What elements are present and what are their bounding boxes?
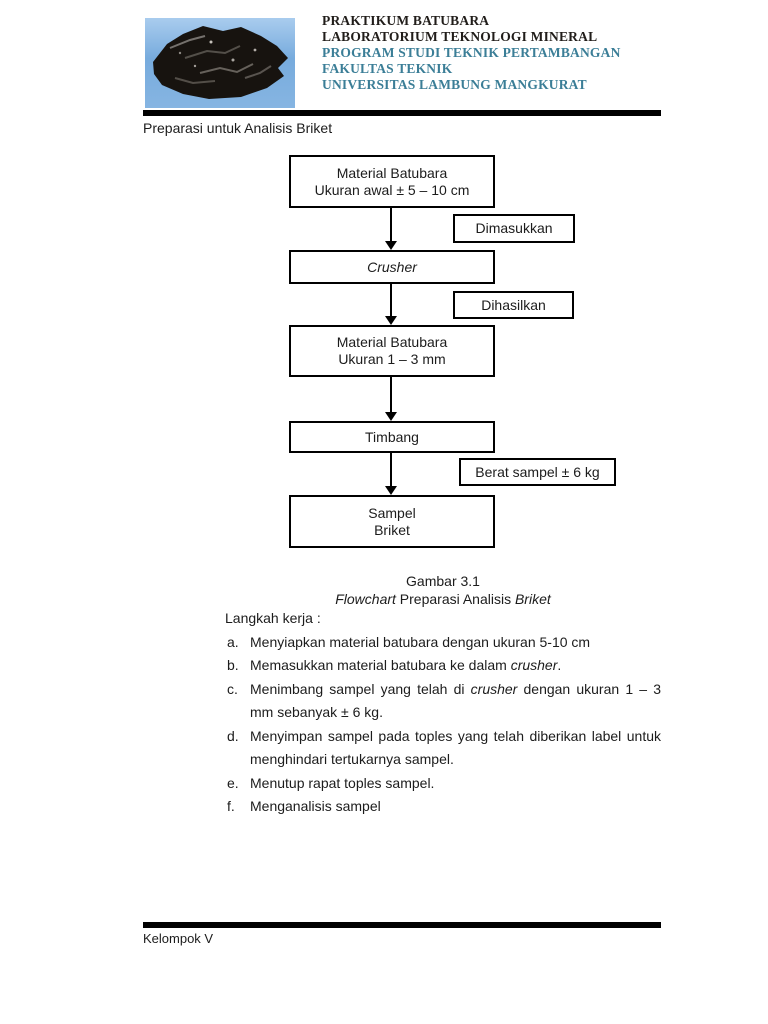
step-letter: b.: [227, 657, 239, 673]
step-text: Menganalisis sampel: [250, 798, 381, 814]
node-sampel-line1: Sampel: [368, 504, 416, 521]
step-letter: e.: [227, 774, 239, 791]
node-sampel-line2: Briket: [374, 521, 410, 538]
arrow-4-head: [385, 486, 397, 495]
flowchart-node-material-awal: Material Batubara Ukuran awal ± 5 – 10 c…: [289, 155, 495, 208]
step-letter: a.: [227, 633, 239, 650]
label-dimasukkan-text: Dimasukkan: [475, 220, 553, 236]
node-material-halus-line2: Ukuran 1 – 3 mm: [338, 351, 446, 367]
arrow-1-line: [390, 208, 392, 243]
figure-caption-number: Gambar 3.1: [406, 573, 480, 589]
figure-caption: Gambar 3.1 Flowchart Preparasi Analisis …: [228, 573, 658, 608]
flowchart-label-berat-sampel: Berat sampel ± 6 kg: [459, 458, 616, 486]
arrow-2-line: [390, 284, 392, 318]
footer-group-label: Kelompok V: [143, 931, 214, 946]
arrow-4-line: [390, 453, 392, 487]
label-dihasilkan-text: Dihasilkan: [481, 296, 546, 313]
node-material-halus-line1: Material Batubara: [336, 334, 448, 350]
flowchart-node-timbang: Timbang: [289, 421, 495, 453]
node-crusher-text: Crusher: [367, 258, 417, 275]
work-steps: Langkah kerja : a. Menyiapkan material b…: [225, 607, 661, 819]
work-steps-title: Langkah kerja :: [225, 610, 321, 626]
step-item-b: b. Memasukkan material batubara ke dalam…: [227, 654, 661, 678]
coal-rock-photo: [145, 18, 295, 108]
step-item-f: f. Menganalisis sampel: [227, 795, 661, 819]
node-timbang-text: Timbang: [365, 428, 419, 445]
step-item-a: a. Menyiapkan material batubara dengan u…: [227, 631, 661, 655]
letterhead-line-1: PRAKTIKUM BATUBARA: [322, 13, 490, 28]
node-material-awal-line1: Material Batubara: [336, 164, 448, 181]
flowchart-label-dihasilkan: Dihasilkan: [453, 291, 574, 319]
node-material-awal-line2: Ukuran awal ± 5 – 10 cm: [314, 181, 470, 198]
label-berat-sampel-text: Berat sampel ± 6 kg: [475, 463, 600, 480]
step-item-c: c. Menimbang sampel yang telah di crushe…: [227, 678, 661, 725]
letterhead-line-3: PROGRAM STUDI TEKNIK PERTAMBANGAN: [322, 45, 621, 60]
arrow-2-head: [385, 316, 397, 325]
step-text: Memasukkan material batubara ke dalam cr…: [250, 657, 562, 673]
flowchart-node-crusher: Crusher: [289, 250, 495, 284]
figure-caption-title: Flowchart Preparasi Analisis Briket: [335, 590, 551, 607]
header-rule: [143, 110, 661, 116]
coal-rock-photo-svg: [145, 18, 295, 108]
step-text: Menimbang sampel yang telah di crusher d…: [250, 680, 661, 721]
letterhead-line-2: LABORATORIUM TEKNOLOGI MINERAL: [322, 29, 598, 44]
letterhead-line-5: UNIVERSITAS LAMBUNG MANGKURAT: [322, 77, 587, 92]
step-text: Menutup rapat toples sampel.: [250, 774, 435, 791]
flowchart-node-sampel-briket: Sampel Briket: [289, 495, 495, 548]
arrow-3-line: [390, 377, 392, 413]
step-letter: f.: [227, 798, 235, 814]
section-title: Preparasi untuk Analisis Briket: [143, 120, 333, 136]
flowchart-node-material-halus: Material Batubara Ukuran 1 – 3 mm: [289, 325, 495, 377]
letterhead: PRAKTIKUM BATUBARA LABORATORIUM TEKNOLOG…: [322, 13, 621, 93]
footer-rule: [143, 922, 661, 928]
arrow-1-head: [385, 241, 397, 250]
step-text: Menyiapkan material batubara dengan ukur…: [250, 633, 591, 650]
letterhead-line-4: FAKULTAS TEKNIK: [322, 61, 453, 76]
arrow-3-head: [385, 412, 397, 421]
step-item-d: d. Menyimpan sampel pada toples yang tel…: [227, 725, 661, 772]
step-letter: d.: [227, 727, 239, 744]
step-text: Menyimpan sampel pada toples yang telah …: [250, 727, 661, 768]
step-item-e: e. Menutup rapat toples sampel.: [227, 772, 661, 796]
step-letter: c.: [227, 680, 238, 697]
flowchart-label-dimasukkan: Dimasukkan: [453, 214, 575, 243]
